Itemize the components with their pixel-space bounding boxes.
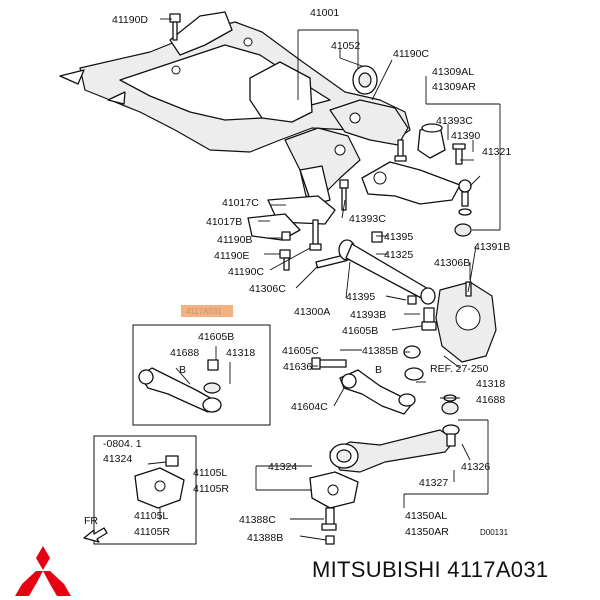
label-41393C-top: 41393C [436, 115, 473, 127]
bolt-41190C-top [394, 139, 407, 162]
label-41385B: 41385B [362, 345, 398, 357]
label-41388C: 41388C [239, 514, 276, 526]
label-41325: 41325 [384, 249, 413, 261]
detail-box-41605B [132, 324, 271, 426]
label-41327: 41327 [419, 477, 448, 489]
lower-arm-41325 [315, 239, 436, 305]
label-41604C: 41604C [291, 401, 328, 413]
label-41350AL: 41350AL [405, 510, 447, 522]
label-41605C: 41605C [282, 345, 319, 357]
bracket-41105-mid [309, 471, 359, 545]
logo-diamond-left-b [15, 584, 36, 596]
front-arrow-icon [83, 527, 108, 543]
crossmember-subframe [59, 11, 411, 206]
detail-box-41105 [93, 435, 197, 545]
label-41390: 41390 [451, 130, 480, 142]
label-41350AR: 41350AR [405, 526, 449, 538]
label-code: D00131 [480, 528, 509, 537]
knuckle [421, 281, 497, 363]
label-41688-right: 41688 [476, 394, 505, 406]
label-41605B-right: 41605B [342, 325, 378, 337]
label-41309AR: 41309AR [432, 81, 476, 93]
bolt-41393C-top [452, 143, 466, 165]
arm-41604C [339, 367, 424, 415]
label-41190D: 41190D [112, 14, 148, 26]
label-41001: 41001 [310, 7, 339, 19]
bushing-41390 [417, 123, 446, 159]
label-41309AL: 41309AL [432, 66, 474, 78]
mitsubishi-logo-icon [15, 546, 71, 596]
logo-diamond-right-b [50, 584, 71, 596]
label-41306B: 41306B [434, 257, 470, 269]
label-41395-b: 41395 [346, 291, 375, 303]
label-41326: 41326 [461, 461, 490, 473]
label-41388B: 41388B [247, 532, 283, 544]
labels: 41190D 41001 41052 41190C 41309AL 41309A… [84, 7, 511, 544]
ball-joint-41326 [442, 424, 460, 447]
leader-lines [147, 18, 501, 541]
lower-arm-41350 [329, 429, 456, 473]
label-41190B: 41190B [217, 234, 252, 246]
label-b-2: B [375, 364, 382, 376]
bushing-41052 [352, 65, 378, 95]
ball-joint-41321 [454, 179, 472, 237]
label-41321: 41321 [482, 146, 511, 158]
label-41052: 41052 [331, 40, 360, 52]
label-41324-left: 41324 [103, 453, 132, 465]
label-41605B-box: 41605B [198, 331, 234, 343]
label-serial: -0804. 1 [103, 438, 142, 450]
label-41105R-mid: 41105R [193, 483, 229, 495]
bolt-41190D [169, 13, 181, 41]
label-ref: REF. 27-250 [430, 363, 489, 375]
brand-part-number: MITSUBISHI 4117A031 [312, 557, 549, 582]
label-41324-mid: 41324 [268, 461, 297, 473]
label-41105R-low: 41105R [134, 526, 170, 538]
label-41105L-low: 41105L [134, 510, 168, 522]
label-41318-box: 41318 [226, 347, 255, 359]
label-41190C-mid: 41190C [228, 266, 264, 278]
label-41017B: 41017B [206, 216, 242, 228]
label-41393B: 41393B [350, 309, 386, 321]
highlight-box [181, 305, 233, 317]
bolts-41393C-41395 [339, 179, 417, 305]
label-41318-right: 41318 [476, 378, 505, 390]
label-41105L-mid: 41105L [193, 467, 227, 479]
label-41636: 41636 [283, 361, 312, 373]
logo-diamond-top [36, 546, 50, 570]
label-fr: FR [84, 515, 98, 527]
bolts-41190 [279, 219, 322, 271]
logo-diamond-left [22, 571, 43, 584]
label-41190C-top: 41190C [393, 48, 429, 60]
logo-diamond-right [43, 571, 64, 584]
label-41391B: 41391B [474, 241, 510, 253]
label-41306C: 41306C [249, 283, 286, 295]
label-41688-box: 41688 [170, 347, 199, 359]
label-41393C-mid: 41393C [349, 213, 386, 225]
label-41395-a: 41395 [384, 231, 413, 243]
label-41190E: 41190E [214, 250, 249, 262]
bracket-41017 [247, 195, 336, 241]
label-b-1: B [179, 364, 186, 376]
highlight-label: 4117A031 [186, 307, 222, 316]
label-41017C: 41017C [222, 197, 259, 209]
label-41300A: 41300A [294, 306, 330, 318]
upper-arm-41309 [361, 161, 461, 205]
